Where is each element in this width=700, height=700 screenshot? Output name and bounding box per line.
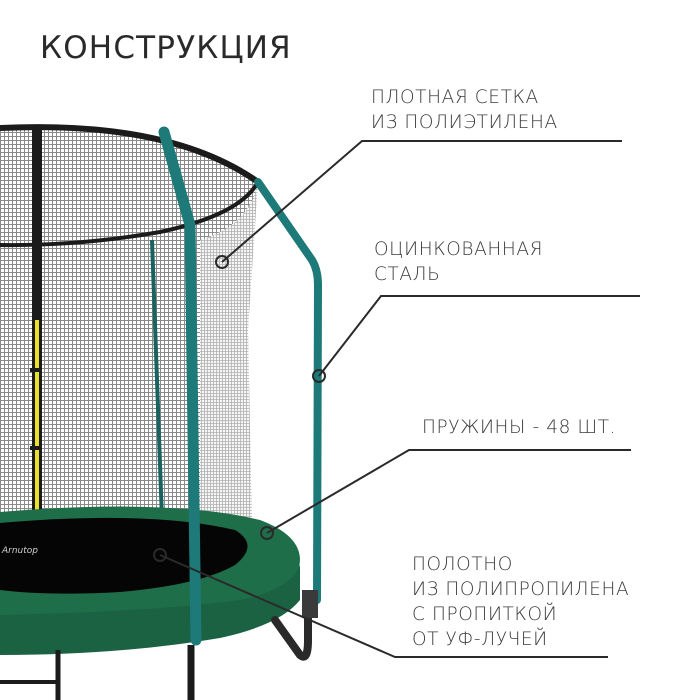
callout-marker-springs [260, 526, 274, 540]
net-pole-right [254, 178, 323, 604]
callout-mat-line-1: ПОЛОТНО [412, 554, 513, 575]
callout-steel-line-1: ОЦИНКОВАННАЯ [374, 239, 544, 260]
callout-line-mat [159, 554, 608, 658]
callout-line-steel [318, 295, 640, 377]
callout-steel-line-2: СТАЛЬ [374, 264, 441, 285]
trampoline-base [0, 506, 300, 655]
callout-marker-steel [312, 369, 326, 383]
callout-net-line-1: ПЛОТНАЯ СЕТКА [371, 87, 539, 108]
callout-label-net: ПЛОТНАЯ СЕТКА ИЗ ПОЛИЭТИЛЕНА [371, 85, 558, 135]
callout-label-mat: ПОЛОТНО ИЗ ПОЛИПРОПИЛЕНА С ПРОПИТКОЙ ОТ … [412, 552, 629, 652]
callout-lines [153, 140, 640, 658]
callout-line-springs [266, 449, 631, 534]
callout-mat-line-2: ИЗ ПОЛИПРОПИЛЕНА [412, 579, 630, 600]
callout-springs-line-1: ПРУЖИНЫ - 48 ШТ. [422, 417, 617, 438]
brand-logo: Arnutop [1, 546, 38, 556]
callout-marker-net [215, 255, 229, 269]
callout-marker-mat [153, 548, 167, 562]
callout-mat-line-3: С ПРОПИТКОЙ [412, 604, 558, 625]
net-pole-inner [150, 239, 164, 521]
callout-label-springs: ПРУЖИНЫ - 48 ШТ. [422, 415, 616, 440]
callout-net-line-2: ИЗ ПОЛИЭТИЛЕНА [371, 112, 558, 133]
page-title: КОНСТРУКЦИЯ [40, 30, 292, 66]
net-top-ring [0, 124, 260, 248]
zipper [30, 320, 42, 600]
net-pole-front [158, 126, 202, 646]
trampoline-legs [0, 590, 318, 700]
callout-label-steel: ОЦИНКОВАННАЯ СТАЛЬ [374, 237, 543, 287]
callout-mat-line-4: ОТ УФ-ЛУЧЕЙ [412, 629, 548, 650]
callout-line-net [221, 140, 622, 263]
